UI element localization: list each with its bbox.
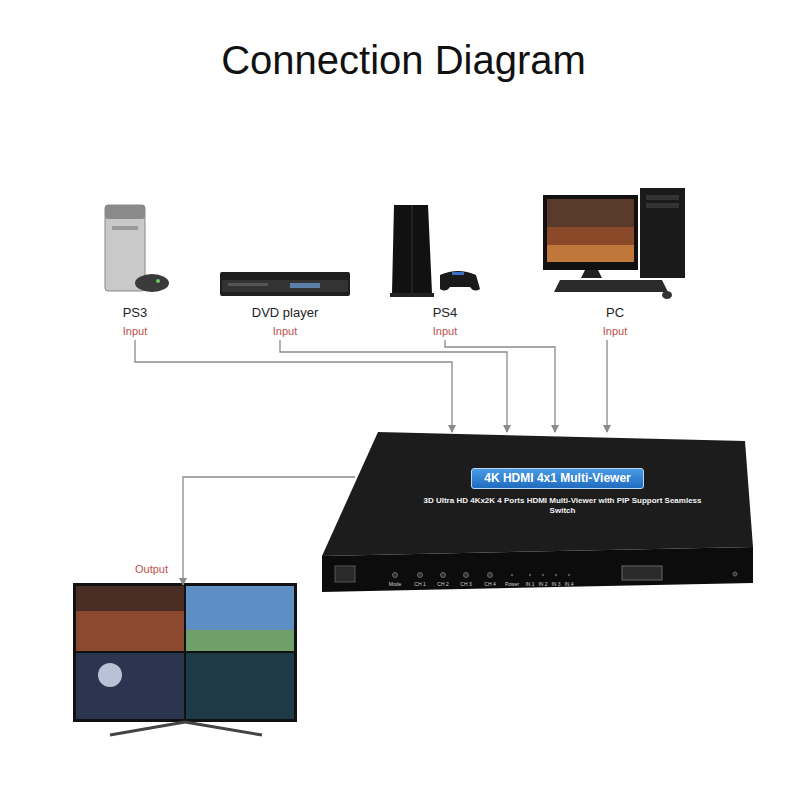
product-subtitle: 3D Ultra HD 4Kx2K 4 Ports HDMI Multi-Vie… [368,496,708,516]
panel-label: CH 1 [414,581,425,587]
player-tray [228,283,268,286]
controller-light [452,272,464,275]
monitor-screen [547,199,634,262]
panel-label: IN 2 [538,581,547,587]
device-name: PC [604,304,626,321]
tv-quadrant-crowd [76,586,184,611]
panel-label: Mode [389,581,402,587]
tv-quadrant-field [186,630,294,651]
button [464,573,469,578]
tv-stand [185,722,262,735]
led [511,574,513,576]
source-device: PS3Input [95,200,175,340]
tv-quadrant [186,586,294,651]
panel-label: CH 3 [460,581,471,587]
box-labels: 4K HDMI 4x1 Multi-Viewer 3D Ultra HD 4Kx2… [320,468,755,516]
panel-label: IN 4 [564,581,573,587]
monitor [543,195,638,270]
keyboard [554,280,668,292]
diagram-title: Connection Diagram [0,38,807,83]
display-tv: Output [75,585,295,720]
button [441,573,446,578]
panel-label: CH 4 [484,581,495,587]
controller-button [156,279,160,283]
signal-cable [280,340,507,432]
box-top [322,432,753,556]
signal-cable [606,340,607,432]
console-stand [390,293,434,297]
panel-label: CH 2 [437,581,448,587]
mouse [662,291,672,299]
device-labels: DVD playerInput [215,304,355,339]
monitor-stand [581,270,602,278]
player-display [290,283,320,288]
port-label: Input [601,324,629,339]
player-body [220,272,350,296]
device-labels: PS3Input [95,304,175,339]
tower-bay [646,195,679,200]
box-front [322,547,753,592]
tv-frame [73,583,297,722]
source-device: PS4Input [385,200,505,340]
signal-cable [183,477,355,585]
signal-cable [135,340,452,432]
console-top [105,205,145,219]
panel-label: IN 3 [551,581,560,587]
device-name: PS4 [431,304,460,321]
tv-quadrant [76,653,184,719]
monitor-screen-crowd [547,199,634,227]
port-label: Input [431,324,459,339]
device-labels: PC Input [540,304,690,339]
led [542,574,544,576]
button [418,573,423,578]
ps4-console [390,205,480,297]
vga-port [622,566,662,580]
tv-moon [98,663,122,687]
button [393,573,398,578]
source-device: DVD playerInput [215,262,355,340]
port-label: Input [271,324,299,339]
power-switch [335,566,355,582]
led [529,574,531,576]
signal-cable [445,340,555,432]
led [555,574,557,576]
tv-quadrant [186,653,294,719]
multi-viewer-box [322,432,753,592]
dvd-player [220,272,350,296]
multi-viewer: 4K HDMI 4x1 Multi-Viewer 3D Ultra HD 4Kx2… [320,432,755,592]
source-device: PC Input [540,185,690,340]
product-badge: 4K HDMI 4x1 Multi-Viewer [471,468,643,489]
port-label: Output [135,563,168,575]
tv [73,583,297,735]
pc [543,188,685,299]
panel-label: IN 1 [525,581,534,587]
console-stripe [412,205,413,293]
device-name: DVD player [250,304,320,321]
tower-bay [646,203,679,208]
ps3-console [105,205,169,292]
monitor-screen-floor [547,245,634,262]
controller [440,271,480,291]
port-label: Input [121,324,149,339]
panel-label: Power [505,581,519,587]
button [488,573,493,578]
console-drive [112,226,138,230]
controller [135,274,169,292]
tv-stand [110,722,185,735]
pc-tower [640,188,685,278]
device-labels: PS4Input [385,304,505,339]
tv-quadrant [76,586,184,651]
console-body [392,205,432,293]
led [568,574,570,576]
ir-port [733,572,737,576]
player-front [222,280,348,292]
device-name: PS3 [121,304,150,321]
